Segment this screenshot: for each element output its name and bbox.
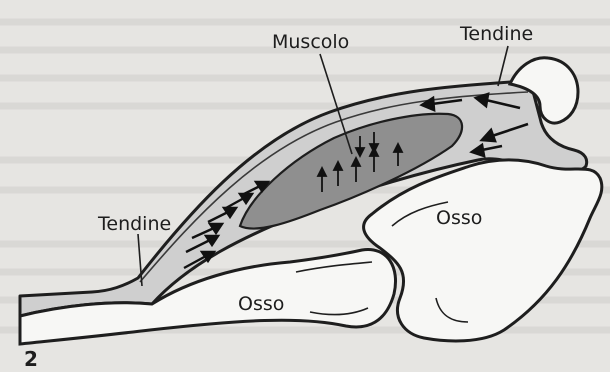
label-bone-right: Osso bbox=[436, 207, 482, 229]
label-tendon-top: Tendine bbox=[459, 23, 533, 45]
label-bone-lower: Osso bbox=[238, 293, 284, 315]
figure-number: 2 bbox=[24, 347, 38, 371]
label-tendon-left: Tendine bbox=[97, 213, 171, 235]
label-muscle: Muscolo bbox=[272, 31, 349, 53]
